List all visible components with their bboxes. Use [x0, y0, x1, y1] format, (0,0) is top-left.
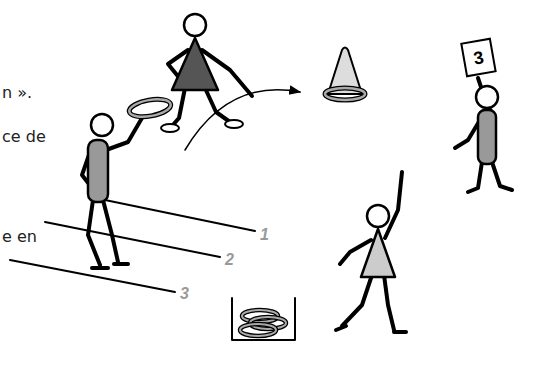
throw-lines [10, 200, 255, 292]
target-cone [325, 48, 365, 101]
thrower-figure [82, 96, 172, 268]
text-fragment: e en [2, 228, 37, 246]
score-card: 3 [460, 38, 497, 78]
scorer-figure [455, 78, 512, 192]
ring-bucket [232, 298, 295, 340]
line-number: 2 [225, 251, 234, 269]
text-fragment: ce de [2, 128, 46, 146]
line-number: 1 [260, 226, 269, 244]
waving-figure [336, 172, 406, 332]
throw-arc [185, 90, 300, 150]
score-number: 3 [471, 48, 484, 67]
text-fragment: n ». [2, 84, 32, 102]
line-number: 3 [180, 285, 189, 303]
standing-figure [161, 14, 252, 132]
